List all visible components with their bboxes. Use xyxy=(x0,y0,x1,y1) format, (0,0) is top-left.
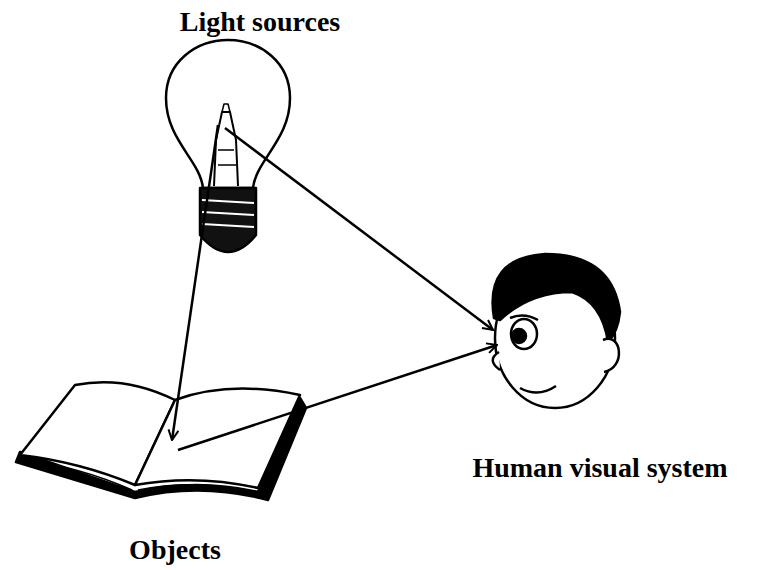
human-head xyxy=(493,254,620,408)
light-ray-arrow xyxy=(172,125,218,440)
illustration-node: Light sources xyxy=(150,6,370,252)
node-label: Light sources xyxy=(180,6,341,38)
node-label: Human visual system xyxy=(472,452,727,484)
open-book xyxy=(16,382,306,500)
light-ray-arrow xyxy=(178,345,497,450)
light-bulb xyxy=(166,40,290,252)
illustration-node: Human visual system xyxy=(440,250,760,484)
node-label: Objects xyxy=(129,534,221,566)
light-ray-arrow xyxy=(225,128,493,330)
illustration-node: Objects xyxy=(25,372,325,566)
